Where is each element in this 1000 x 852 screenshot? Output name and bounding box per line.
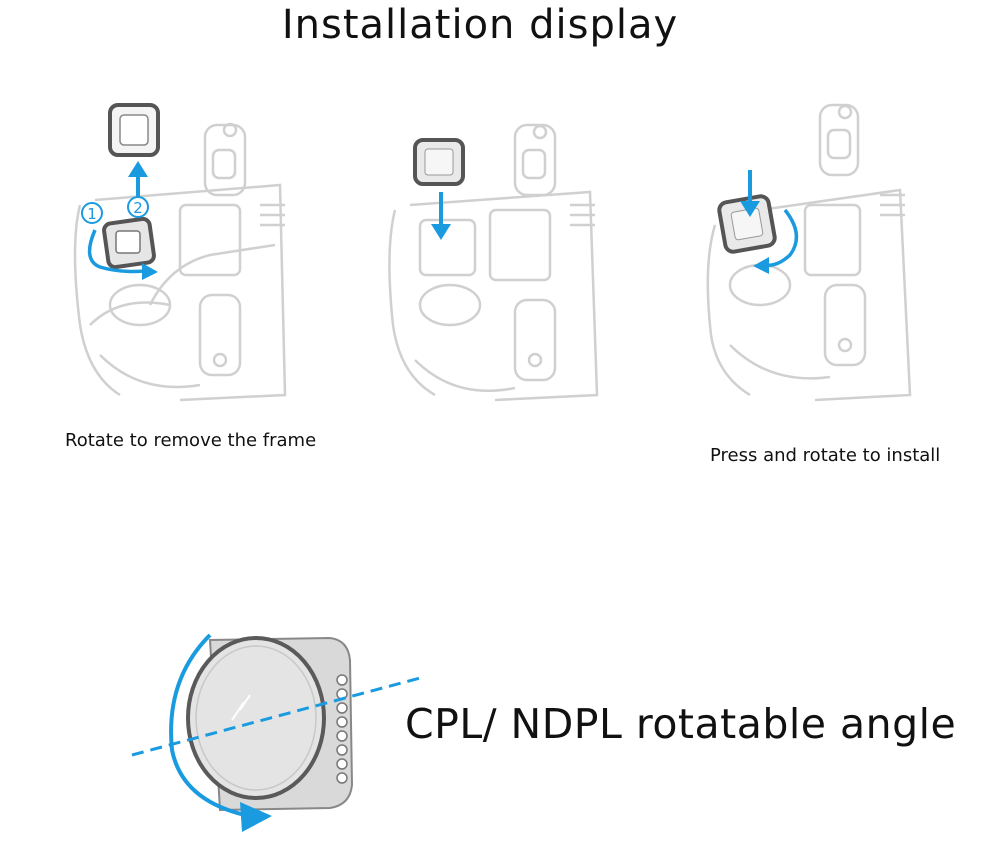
rotation-axis: [131, 676, 421, 757]
down-arrow-icon: [740, 201, 760, 217]
step-3-illustration: [695, 95, 925, 405]
rotate-arrow-icon: [142, 263, 158, 280]
rotate-arrow-icon: [753, 257, 769, 274]
drone-body-outline: [388, 123, 599, 402]
page-title: Installation display: [281, 2, 679, 48]
down-arrow-icon: [431, 224, 451, 240]
feature-headline: CPL/ NDPL rotatable angle: [405, 700, 957, 748]
up-arrow-icon: [128, 161, 148, 177]
drone-body-outline: [706, 103, 912, 402]
marker-2: [127, 196, 149, 218]
step-1-caption: Rotate to remove the frame: [65, 430, 317, 451]
grip-ridges: [336, 674, 348, 784]
filter-rotation-illustration: [120, 610, 440, 844]
svg-text:2: 2: [133, 199, 143, 217]
svg-text:1: 1: [87, 205, 97, 223]
marker-1: [81, 202, 103, 224]
rotate-arrow-icon: [240, 802, 272, 832]
step-1-illustration: 1 2: [60, 95, 300, 405]
drone-body-outline: [73, 122, 287, 402]
step-3-caption: Press and rotate to install: [710, 445, 941, 466]
filter-glass-icon: [186, 636, 326, 800]
step-2-illustration: [375, 110, 605, 405]
